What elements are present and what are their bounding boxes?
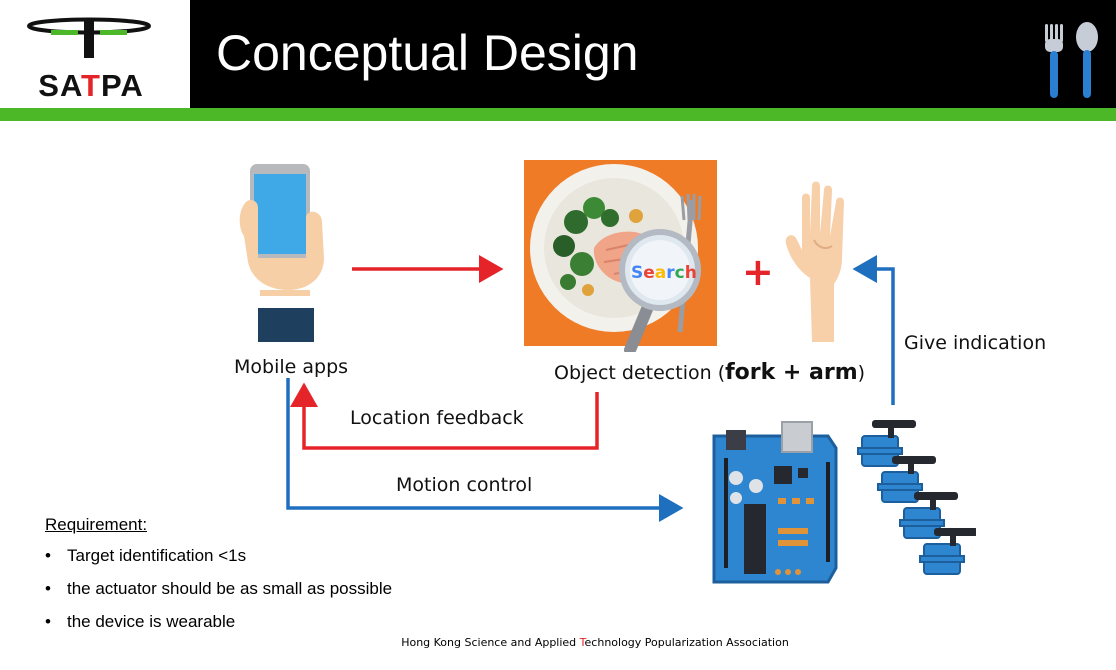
arrow-motion-control [286,378,684,522]
logo: SATPA [0,0,190,108]
motion-control-label: Motion control [396,474,533,496]
object-detection-label: Object detection (fork + arm) [554,360,866,385]
give-indication-label: Give indication [904,332,1047,354]
raised-arm-icon [785,181,844,342]
footer-organization: Hong Kong Science and Applied Technology… [401,636,789,649]
arrow-location-feedback [290,382,599,450]
servo-motors-icon [857,420,976,575]
satpa-logo-icon [27,17,151,58]
fork-spoon-icon [1045,22,1098,98]
hand-holding-phone-icon [239,164,324,342]
requirement-list: Target identification <1s the actuator s… [45,546,392,645]
arduino-board-icon [712,421,838,584]
list-item: Target identification <1s [45,546,392,579]
list-item: the device is wearable [45,612,392,645]
page-title: Conceptual Design [216,25,639,81]
search-word: Search [631,263,697,283]
food-plate-search-icon: Search [524,160,717,352]
list-item: the actuator should be as small as possi… [45,579,392,612]
arrow-give-indication [852,255,895,405]
location-feedback-label: Location feedback [350,407,524,429]
logo-text: SATPA [38,68,144,103]
accent-bar [0,108,1116,121]
plus-sign: + [742,250,774,294]
requirement-heading: Requirement: [45,515,148,534]
header-bar [190,0,1116,108]
mobile-apps-label: Mobile apps [234,356,349,378]
